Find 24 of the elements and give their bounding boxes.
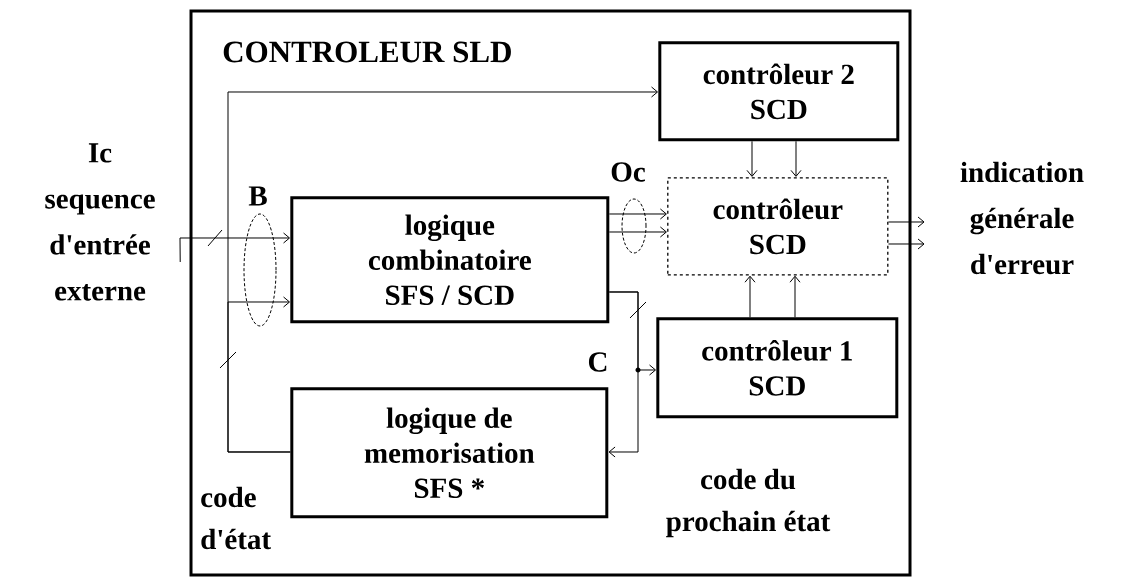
arrow (608, 291, 639, 458)
controller-box: contrôleur SCD (667, 177, 889, 276)
arrow (789, 275, 801, 318)
arrow (744, 275, 756, 318)
bus-label: C (588, 352, 607, 372)
bus-label: Oc (611, 162, 645, 182)
controller-box: contrôleur 1 SCD (656, 317, 899, 419)
controller-box: contrôleur 2 SCD (658, 41, 900, 142)
logic-box: logique combinatoire SFS / SCD (290, 196, 610, 324)
arrow (608, 208, 667, 220)
note-text: code du prochain état (666, 468, 831, 538)
arrow (179, 232, 291, 263)
arrow (790, 140, 802, 177)
note-text: code d'état (201, 486, 271, 550)
bus-label: B (248, 186, 267, 206)
arrow (227, 86, 659, 453)
signal-text: indication générale d'erreur (960, 161, 1084, 275)
logic-box: logique de memorisation SFS * (290, 387, 609, 519)
arrow (746, 140, 758, 177)
arrow (608, 226, 667, 238)
arrow (887, 238, 925, 250)
box-heading: CONTROLEUR SLD (223, 41, 511, 63)
arrow (887, 216, 925, 228)
signal-text: Ic sequence d'entrée externe (45, 143, 155, 301)
